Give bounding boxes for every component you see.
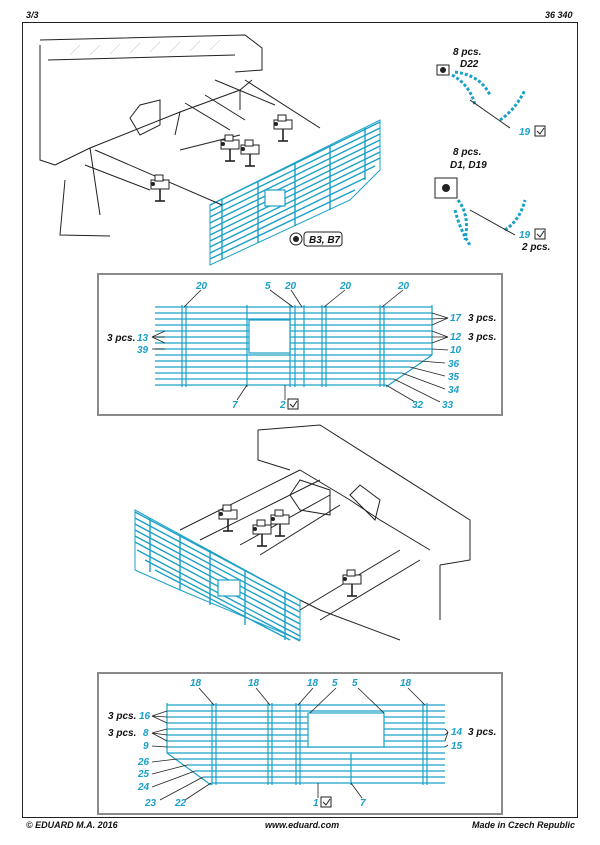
label-bottom-2: 7 <box>360 798 366 809</box>
vehicle-body-top <box>39 34 263 237</box>
part-d1-d19 <box>434 177 527 246</box>
label-top-1: 18 <box>190 678 202 689</box>
left-qty-2: 3 pcs. <box>108 728 136 739</box>
origin: Made in Czech Republic <box>472 820 576 830</box>
label-top-2: 18 <box>248 678 260 689</box>
detail-box-top <box>97 273 503 416</box>
label-right-1: 17 <box>450 313 462 324</box>
label-top-1: 20 <box>195 281 208 292</box>
grille-part-top <box>209 119 381 266</box>
label-right-1: 14 <box>451 727 463 738</box>
right-qty-2: 3 pcs. <box>468 332 496 343</box>
label-left-7: 23 <box>144 798 157 809</box>
part-d1-d19-label: D1, D19 <box>450 160 487 171</box>
label-right-2: 12 <box>450 332 462 343</box>
label-top-2: 5 <box>265 281 271 292</box>
right-qty-1: 3 pcs. <box>468 313 496 324</box>
ref-19a: 19 <box>519 127 531 138</box>
label-right-2: 15 <box>451 741 463 752</box>
label-left-1: 16 <box>139 711 151 722</box>
label-left-2: 8 <box>143 728 149 739</box>
qty-d22: 8 pcs. <box>453 47 481 58</box>
page-number: 3/3 <box>26 10 39 20</box>
label-right-6: 34 <box>448 385 460 396</box>
label-bottom-1: 1 <box>313 798 319 809</box>
label-top-4: 20 <box>339 281 352 292</box>
label-top-3: 20 <box>284 281 297 292</box>
part-d22-label: D22 <box>460 59 479 70</box>
page-frame <box>22 22 578 818</box>
qty-d1-d19: 8 pcs. <box>453 147 481 158</box>
hatching <box>69 39 221 56</box>
label-left-1: 13 <box>137 333 149 344</box>
left-qty-1: 3 pcs. <box>108 711 136 722</box>
label-right-7: 33 <box>442 400 454 411</box>
vehicle-body-bottom <box>257 424 471 641</box>
callout-label: B3, B7 <box>309 235 341 246</box>
label-right-8: 32 <box>412 400 424 411</box>
part-d22 <box>436 64 527 129</box>
label-top-6: 18 <box>400 678 412 689</box>
ref-19b: 19 <box>519 230 531 241</box>
label-left-3: 9 <box>143 741 149 752</box>
label-left-4: 26 <box>137 757 150 768</box>
label-left-6: 24 <box>137 782 150 793</box>
label-top-3: 18 <box>307 678 319 689</box>
left-qty: 3 pcs. <box>107 333 135 344</box>
copyright: © EDUARD M.A. 2016 <box>26 820 118 830</box>
label-top-5: 5 <box>352 678 358 689</box>
label-top-5: 20 <box>397 281 410 292</box>
label-right-4: 36 <box>448 359 460 370</box>
right-qty: 3 pcs. <box>468 727 496 738</box>
label-bottom-1: 7 <box>232 400 238 411</box>
label-bottom-2: 2 <box>279 400 286 411</box>
label-right-5: 35 <box>448 372 460 383</box>
label-left-2: 39 <box>137 345 149 356</box>
grille-part-bottom <box>134 509 301 642</box>
callout-b3-b7 <box>289 231 343 247</box>
qty-2pcs: 2 pcs. <box>521 242 550 253</box>
label-left-8: 22 <box>174 798 187 809</box>
label-top-4: 5 <box>332 678 338 689</box>
label-left-5: 25 <box>137 769 150 780</box>
kit-number: 36 340 <box>545 10 573 20</box>
detail-box-bottom <box>97 672 503 815</box>
website-link[interactable]: www.eduard.com <box>265 820 340 830</box>
label-right-3: 10 <box>450 345 462 356</box>
